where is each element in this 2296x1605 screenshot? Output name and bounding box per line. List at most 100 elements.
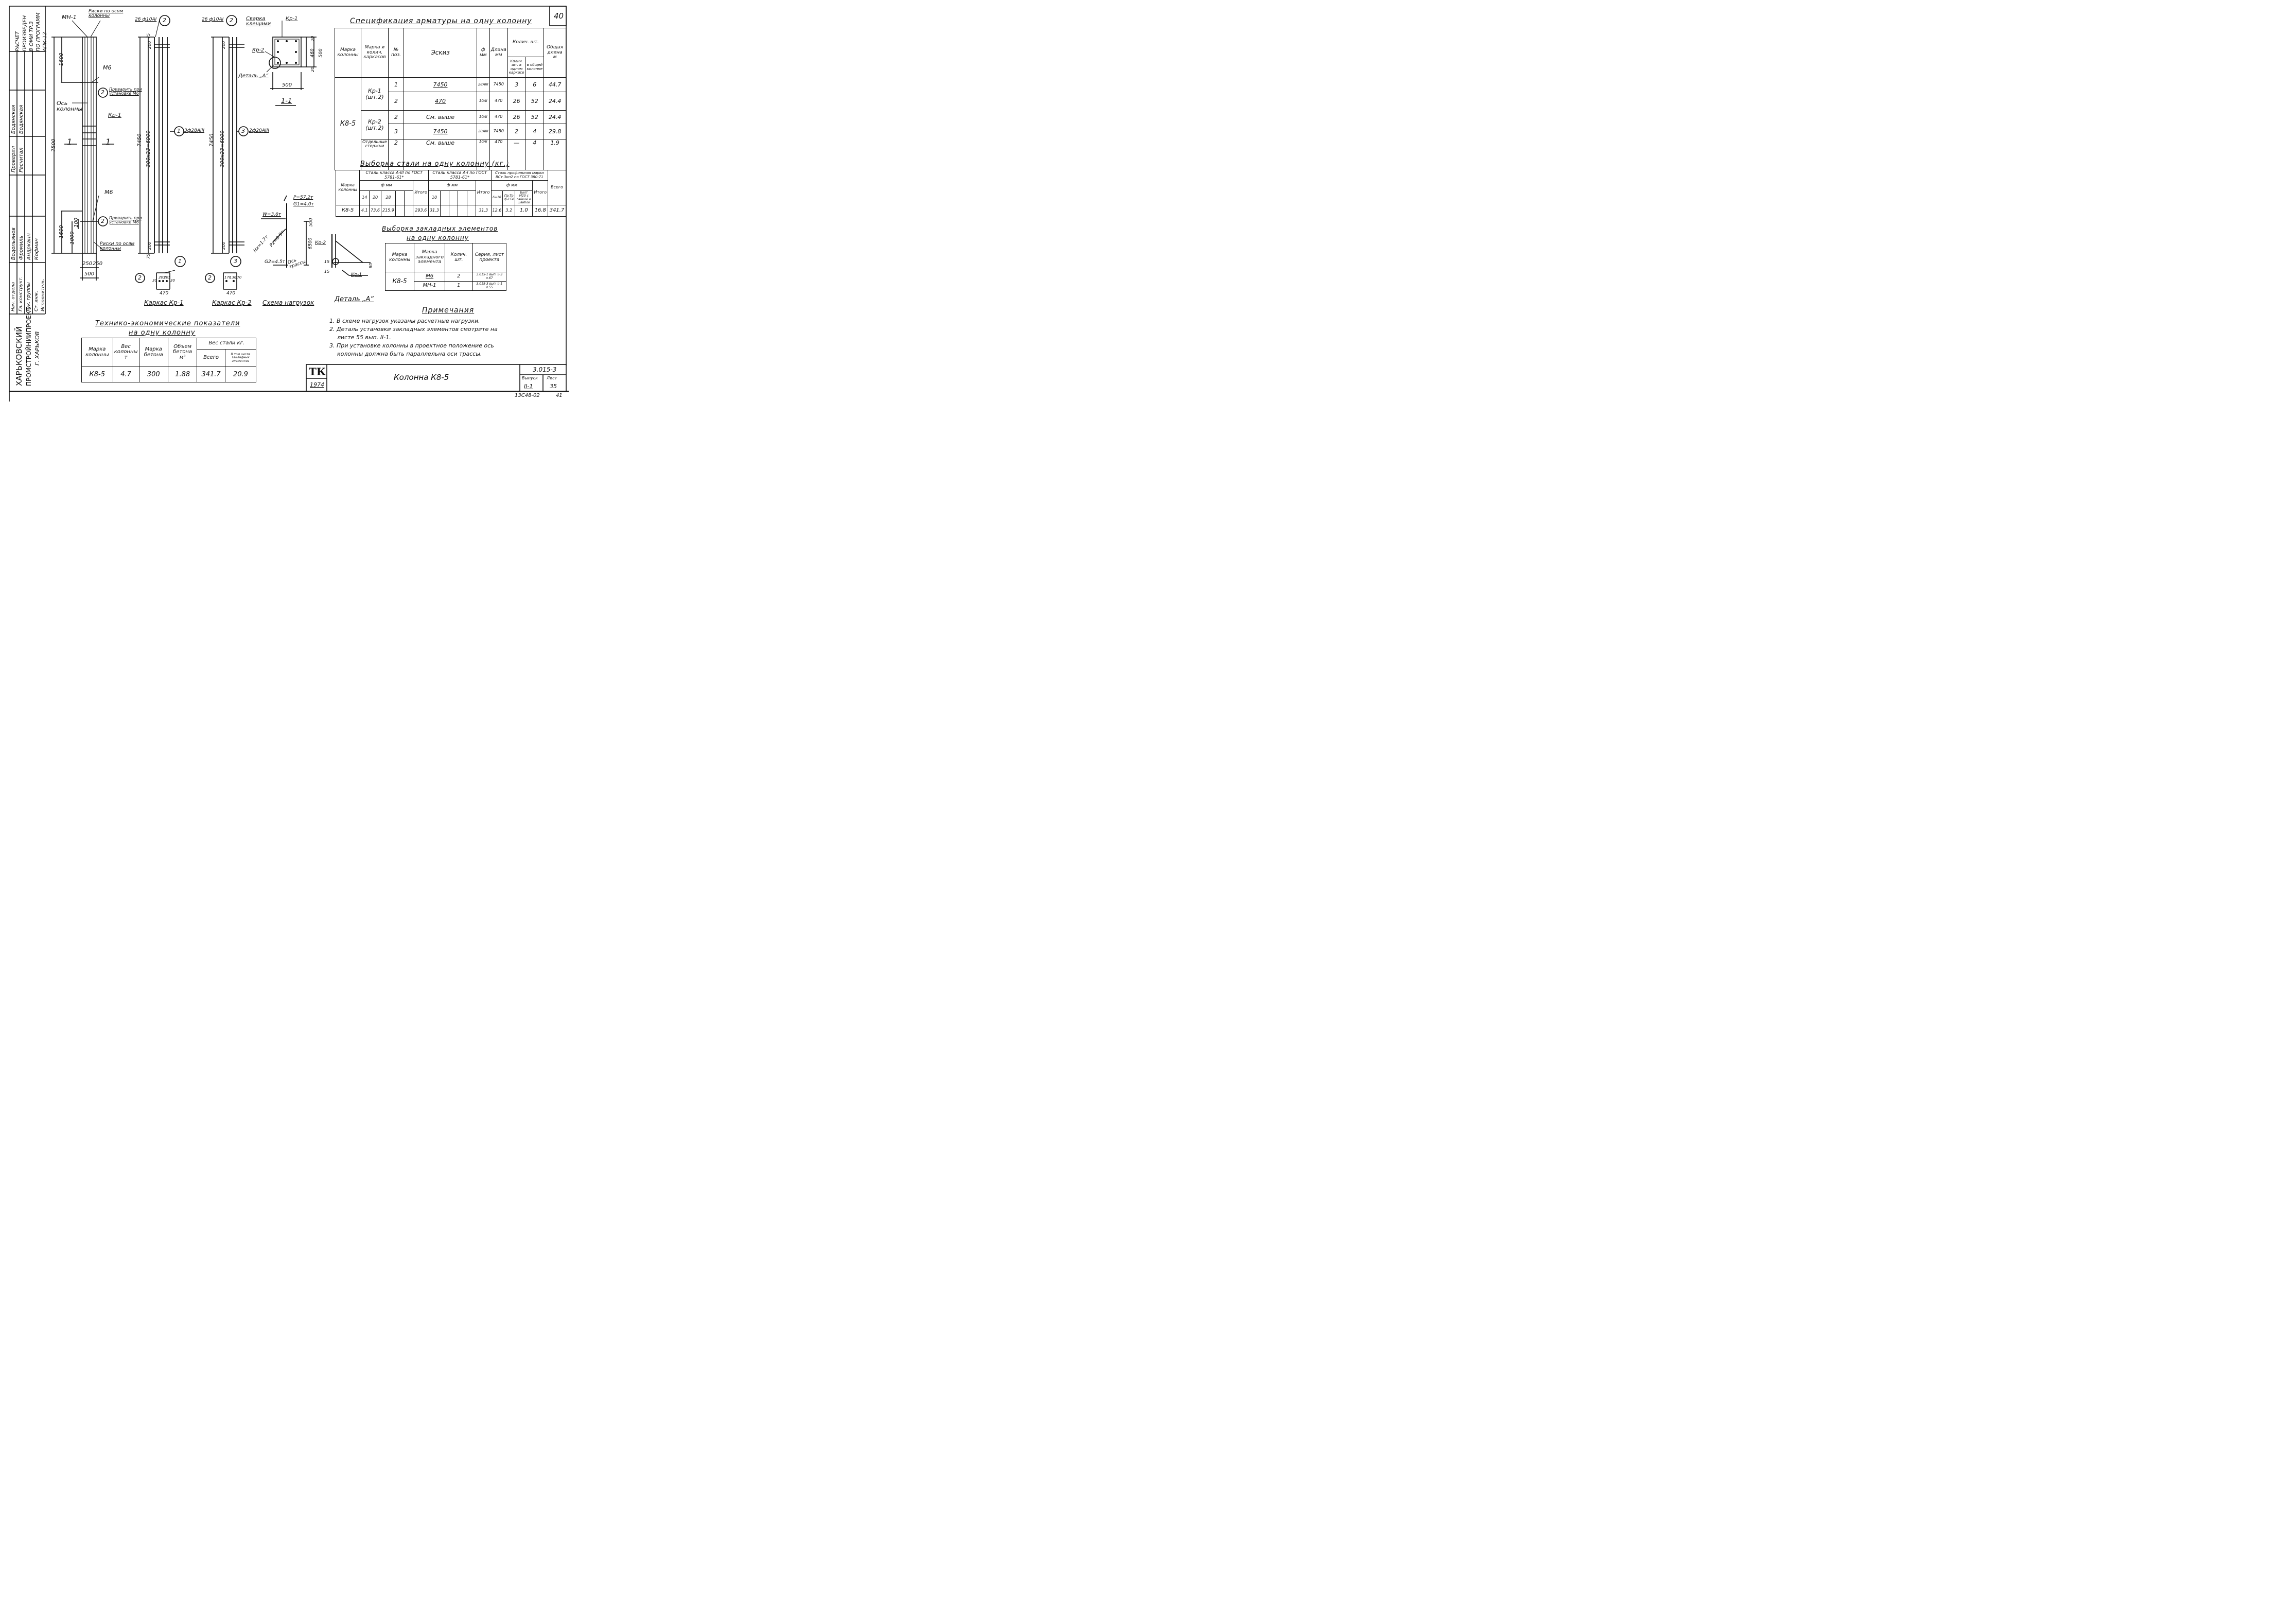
steel-h-d1: ф мм <box>359 180 414 191</box>
steel-h-d2: ф мм <box>428 180 476 191</box>
spec-r4-n2: 4 <box>525 124 545 139</box>
cage1-d2: 205 <box>159 275 166 280</box>
note-3b: колонны должна быть параллельна оси трас… <box>337 351 482 357</box>
steel-title: Выборка стали на одну колонну (кг.) <box>360 160 510 168</box>
cage2-dim-470: 470 <box>226 291 236 296</box>
steel-d2-2 <box>449 190 459 206</box>
stamp-name-2: Фромиль <box>19 235 24 260</box>
sec-dim-500-h: 500 <box>282 82 292 88</box>
steel-r-p-total: 16.8 <box>532 205 549 217</box>
steel-h-all: Всего <box>548 169 566 206</box>
spec-r3-n1: 26 <box>507 110 526 124</box>
load-p: P=57.2т <box>293 195 313 200</box>
spec-h-d: ф мм <box>476 28 490 78</box>
steel-d1-0: 14 <box>359 190 370 206</box>
tech-r-incl: 20.9 <box>224 367 257 382</box>
section-mark-right: 1 <box>106 137 111 147</box>
cage2-dim-200-bot: 200 <box>221 241 226 250</box>
tech-r-grade: 300 <box>138 367 168 382</box>
detail-kr1: Кр-1 <box>351 272 362 277</box>
stamp-calc-note-1: РАСЧЕТ <box>15 31 21 51</box>
stamp-calc-note-2: ПРОИЗВЕДЕН <box>22 15 28 51</box>
steel-r-a1-3 <box>458 205 467 217</box>
stamp-signer-1: Бодянская <box>11 104 16 134</box>
spec-r3-total: 24.4 <box>544 110 566 124</box>
spec-r5-len: 470 <box>489 139 508 170</box>
cage1-circle-1b: 1 <box>178 258 182 265</box>
steel-r-a3-3 <box>395 205 405 217</box>
steel-d2-4 <box>466 190 476 206</box>
spec-title: Спецификация арматуры на одну колонну <box>350 17 532 25</box>
tb-sheet-label: Лист <box>547 376 557 380</box>
caption-kr1: Каркас Кр-1 <box>144 299 184 306</box>
spec-h-total: Общая длина м <box>544 28 566 78</box>
tb-sheet: 35 <box>550 383 557 390</box>
spec-r2-sketch: 470 <box>404 92 477 111</box>
embed-h-el: Марка закладного элемента <box>414 243 446 272</box>
steel-h-mark: Марка колонны <box>335 169 360 206</box>
spec-r5-d: 10АI <box>476 139 490 170</box>
spec-r5-total: 1.9 <box>544 139 566 170</box>
tk-logo: ТК <box>309 365 326 378</box>
stamp-signer-2: Бодянская <box>19 104 24 134</box>
sec-dim-460: 460 <box>310 48 316 58</box>
label-axis-marks-top: Риски по осям колонны <box>89 9 124 19</box>
stamp-checked-name: Расчитал <box>19 147 24 172</box>
steel-r-p-1: 3.2 <box>502 205 516 217</box>
spec-r1-total: 44.7 <box>544 77 566 92</box>
steel-r-a1-0: 31.3 <box>428 205 441 217</box>
spec-h-pos: № поз. <box>388 28 405 78</box>
steel-h-g2: Сталь класса А-I по ГОСТ 5781-61* <box>428 170 492 181</box>
spec-r3-cage: Кр-2(шт.2) <box>361 110 389 139</box>
tech-h-steel: Вес стали кг. <box>197 338 256 350</box>
dim-1000: 1000 <box>69 231 75 245</box>
spec-r2-total: 24.4 <box>544 92 566 111</box>
label-kr1-elev: Кр-1 <box>108 112 121 118</box>
steel-r-a1-1 <box>440 205 450 217</box>
tech-r-total: 341.7 <box>197 367 225 382</box>
tech-table: Марка колонны Вес колонны т Марка бетона… <box>81 338 257 382</box>
tech-r-volume: 1.88 <box>167 367 198 382</box>
steel-r-a1-2 <box>449 205 459 217</box>
tech-title-2: на одну колонну <box>129 329 196 337</box>
dim-7500: 7500 <box>51 138 57 152</box>
steel-r-mark: К8-5 <box>335 205 360 217</box>
load-h6500: 6500 <box>308 237 313 250</box>
spec-table: Марка колонны Марка и колич. каркасов № … <box>334 28 566 170</box>
embed-table: Марка колонны Марка закладного элемента … <box>384 243 507 291</box>
spec-r5-n1: — <box>507 139 526 170</box>
steel-h-g1: Сталь класса А-III по ГОСТ 5781-61* <box>359 170 429 181</box>
embed-r1-el: М6 <box>414 272 446 282</box>
stamp-role-2: Гл. конструкт. <box>19 276 24 311</box>
spec-h-n1: Колич. шт. в одном каркасе <box>507 57 526 78</box>
spec-r3-pos: 2 <box>388 110 405 124</box>
cage2-bars: 2ф20АIII <box>249 128 269 133</box>
spec-h-cage: Марка и колич. каркасов <box>361 28 389 78</box>
steel-r-a1-4 <box>466 205 476 217</box>
cage2-dim-300x23: 300x23=6900 <box>220 130 225 167</box>
caption-detail: Деталь „А“ <box>335 295 374 303</box>
stamp-role-5: Исполнитель <box>41 279 46 311</box>
cage1-bars: 3ф28АIII <box>184 128 204 133</box>
cage1-dim-75-bot: 75 <box>146 253 151 259</box>
steel-d1-2: 28 <box>380 190 396 206</box>
tech-h-total: Всего <box>197 349 225 367</box>
spec-r1-len: 7450 <box>489 77 508 92</box>
steel-d3-2: Болт М20 с гайкой и шайбой <box>515 190 533 206</box>
tech-r-mark: К8-5 <box>81 367 113 382</box>
steel-table: Марка колонны Сталь класса А-III по ГОСТ… <box>335 169 566 217</box>
steel-d1-1: 20 <box>369 190 381 206</box>
label-kr1-sec: Кр-1 <box>286 16 298 22</box>
cage1-dim-75-top: 75 <box>146 33 151 39</box>
caption-loads: Схема нагрузок <box>262 299 314 306</box>
spec-r4-pos: 3 <box>388 124 405 139</box>
cage1-dim-470: 470 <box>160 291 169 296</box>
cage2-circle-2: 2 <box>230 17 233 24</box>
cage1-circle-1: 1 <box>177 128 181 134</box>
tech-title-1: Технико-экономические показатели <box>95 320 240 327</box>
spec-h-len: Длина мм <box>489 28 508 78</box>
note-3: 3. При установке колонны в проектное пол… <box>329 342 494 349</box>
tech-r-weight: 4.7 <box>112 367 139 382</box>
stamp-org-2: ПРОМСТРОЙНИИПРОЕКТ <box>25 307 32 386</box>
embed-mark: К8-5 <box>384 272 415 291</box>
